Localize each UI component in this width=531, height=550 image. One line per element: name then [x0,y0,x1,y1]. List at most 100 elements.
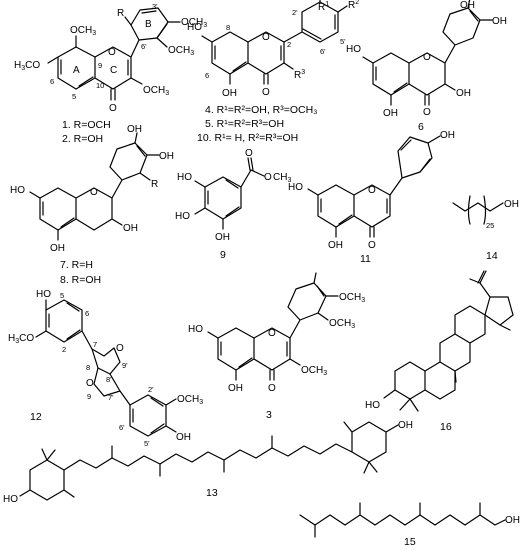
ring-o-label: O [423,52,431,63]
ho-label: HO [3,494,18,505]
caption-5: 5. R¹=R²=R³=OH [205,118,284,130]
compound-4-5-10-structure: HO OH O O R3 R1 R2 8 6 2' 5' 6' 2 4. R¹=… [187,0,359,144]
ho-label: HO [346,44,361,55]
compound-3-structure: HO OH O O OCH3 OCH3 OCH3 3 [188,272,365,421]
r2-label: R2 [348,0,359,11]
ho-top-label: HO [36,289,51,300]
pos-2: 2 [287,40,291,49]
pos-6: 6 [85,309,89,318]
caption-10: 10. R¹= H, R²=R³=OH [197,132,298,144]
pos-6p: 6' [141,42,147,51]
compound-14-structure: OH 25 14 [452,195,519,262]
ome-8-label: OCH3 [70,25,96,37]
pos-2: 2 [62,345,66,354]
pos-7: 7 [93,340,97,349]
pos-3p: 3' [152,2,158,11]
methyl-label: CH3 [273,172,291,184]
compound-11-structure: HO OH OH O O 11 [288,130,455,265]
pos-6: 6 [205,71,209,80]
pos-6p: 6' [119,423,125,432]
och3-3-label: OCH3 [301,365,327,377]
oh-4p-label: OH [492,16,507,27]
furan-o-b: O [86,378,94,389]
pos-6: 6 [50,77,54,86]
caption-8: 8. R=OH [60,274,101,286]
h3co-7-label: H3CO [14,60,40,72]
ring-o-label: O [90,187,98,198]
ring-o-label: O [268,328,276,339]
pos-5p: 5' [340,37,346,46]
ho-label: HO [10,185,25,196]
compound-number-3: 3 [266,409,272,421]
oh-5-label: OH [383,108,398,119]
ho-top-label: HO [177,172,192,183]
oxo-label: O [262,87,270,98]
ome-5p-label: OCH3 [168,45,194,57]
pos-8p: 8' [106,375,112,384]
ring-o-label: O [262,32,270,43]
ring-b-label: B [145,19,152,30]
och3-5p-label: OCH3 [329,318,355,330]
compound-7-8-structure: HO OH OH OH OH R O 7. R=H 8. R=OH [10,124,174,286]
caption-1: 1. R=OCH [62,119,111,131]
compound-number-9: 9 [220,249,226,261]
pos-2p: 2' [292,8,298,17]
pos-9p: 9' [122,361,128,370]
compound-number-13: 13 [206,487,218,499]
compound-16-structure: HO 16 [365,270,514,433]
r-label: R [151,179,158,190]
compound-1-2-structure: OCH3 H3CO R O O OCH3 OCH3 OCH3 A B C 3' … [14,2,207,145]
compound-number-16: 16 [440,421,452,433]
ring-o-label: O [108,47,116,58]
oh-bottom-label: OH [215,232,230,243]
och3-label: OCH3 [177,394,203,406]
ester-o-label: O [264,172,272,183]
pos-5: 5 [60,291,64,300]
pos-6p: 6' [320,47,326,56]
oh-5-label: OH [328,240,343,251]
oxo-label: O [423,107,431,118]
compound-number-14: 14 [486,250,498,262]
pos-9: 9 [87,392,91,401]
oh-3-label: OH [123,223,138,234]
oh-bottom-label: OH [176,432,191,443]
compound-15-structure: OH 15 [299,502,520,548]
compound-13-structure: HO OH 13 [3,420,413,505]
pos-7p: 7' [108,393,114,402]
oh-label: OH [505,515,520,526]
compound-9-structure: O O CH3 HO HO OH 9 [175,148,291,261]
pos-5: 5 [72,92,76,101]
oh-5-label: OH [50,243,65,254]
pos-10: 10 [96,81,104,90]
compound-number-12: 12 [30,411,42,423]
oxo-label: O [109,103,117,114]
pos-5p: 5' [144,439,150,448]
pos-2p: 2' [148,385,154,394]
ring-o-label: O [368,185,376,196]
r-substituent-label: R [117,8,124,19]
ho-label: HO [188,324,203,335]
oxo-label: O [368,240,376,251]
compound-number-15: 15 [404,536,416,548]
oh-3p-label: OH [460,0,475,11]
ho-mid-label: HO [175,211,190,222]
ome-3-label: OCH3 [143,85,169,97]
oh-3-label: OH [456,88,471,99]
caption-2: 2. R=OH [62,133,103,145]
oh-5-label: OH [228,383,243,394]
ring-c-label: C [110,65,117,76]
pos-9: 9 [98,61,102,70]
oh-5-label: OH [222,88,237,99]
och3-4p-label: OCH3 [339,292,365,304]
compound-number-11: 11 [360,253,371,265]
pos-8: 8 [86,363,90,372]
compound-6-structure: HO OH OH OH OH O O 6 [346,0,507,133]
oxo-label: O [268,383,276,394]
ring-a-label: A [73,65,80,76]
caption-4: 4. R¹=R²=OH, R³=OCH₃ [205,104,318,116]
h3co-label: H3CO [8,333,34,345]
chain-repeat-label: 25 [486,221,494,230]
oh-4p-label: OH [440,130,455,141]
furan-o-a: O [116,343,124,354]
